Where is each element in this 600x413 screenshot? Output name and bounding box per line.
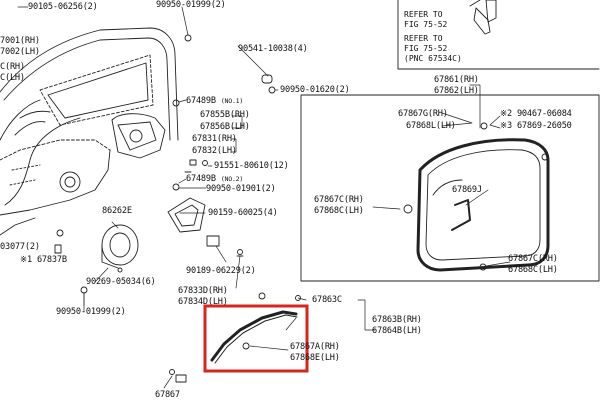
- label-c-rh: C(RH): [0, 62, 25, 72]
- label-67868l: 67868L(LH): [406, 121, 456, 131]
- door-frame-drawing: [0, 27, 179, 236]
- label-90950-01620: 90950-01620(2): [280, 85, 350, 95]
- label-c-lh: C(LH): [0, 73, 25, 83]
- weatherstrip-67863c: [210, 292, 301, 364]
- speaker-86262e: [101, 224, 139, 273]
- clip-67489b-2: [172, 183, 180, 191]
- label-67831: 67831(RH): [192, 134, 237, 144]
- clip-67489b-1: [172, 99, 180, 107]
- label-90950-01999-top: 90950-01999(2): [156, 0, 226, 10]
- label-67868e: 67868E(LH): [290, 353, 340, 363]
- label-67868c-2: 67868C(LH): [508, 265, 558, 275]
- label-fig-2: FIG 75-52: [404, 44, 448, 53]
- label-90467: ※2 90467-06084: [500, 109, 572, 119]
- label-90189: 90189-06229(2): [186, 266, 256, 276]
- label-67856b: 67856B(LH): [200, 122, 250, 132]
- label-90950-01999-bottom: 90950-01999(2): [56, 307, 126, 317]
- label-03077: 03077(2): [0, 242, 40, 252]
- clip-90950-01999: [80, 286, 88, 294]
- label-67867g: 67867G(RH): [398, 109, 448, 119]
- label-67862: 67862(LH): [434, 86, 479, 96]
- label-67863b: 67863B(RH): [372, 315, 422, 325]
- label-91551: 91551-80610(12): [214, 161, 289, 171]
- clip-03077: [56, 229, 64, 237]
- label-refer-1: REFER TO: [404, 10, 443, 19]
- label-67837b: ※1 67837B: [20, 255, 67, 265]
- label-7002: 7002(LH): [0, 47, 40, 57]
- label-67868c-1: 67868C(LH): [314, 206, 364, 216]
- label-90269: 90269-05034(6): [86, 277, 156, 287]
- label-67867: 67867: [155, 390, 180, 400]
- label-pnc: (PNC 67534C): [404, 54, 462, 63]
- label-90541: 90541-10038(4): [238, 44, 308, 54]
- label-86262e: 86262E: [102, 206, 132, 216]
- clip-90950-top: [184, 34, 192, 42]
- label-67867c-1: 67867C(RH): [314, 195, 364, 205]
- clip-90950-01620: [268, 86, 276, 94]
- clip-90541: [261, 74, 273, 84]
- reference-box: [397, 0, 600, 70]
- inner-handle: [167, 197, 244, 257]
- label-67861: 67861(RH): [434, 75, 479, 85]
- label-67869j: 67869J: [452, 185, 482, 195]
- label-90105: 90105-06256(2): [28, 2, 98, 12]
- label-refer-2: REFER TO: [404, 34, 443, 43]
- label-67855b: 67855B(RH): [200, 110, 250, 120]
- label-67832: 67832(LH): [192, 146, 237, 156]
- label-90950-01901: 90950-01901(2): [206, 184, 276, 194]
- part-67837b: [54, 244, 62, 254]
- label-67869: ※3 67869-26050: [500, 121, 572, 131]
- detail-box: [300, 94, 600, 282]
- label-67489b-1: 67489B (NO.1): [186, 96, 244, 106]
- label-67867c-2: 67867C(RH): [508, 254, 558, 264]
- label-90159: 90159-60025(4): [208, 208, 278, 218]
- opening-weatherstrip: [403, 122, 550, 272]
- label-67867a: 67867A(RH): [290, 342, 340, 352]
- label-fig-1: FIG 75-52: [404, 20, 448, 29]
- label-67864b: 67864B(LH): [372, 326, 422, 336]
- label-67863c: 67863C: [312, 295, 342, 305]
- ref-part: [469, 0, 491, 35]
- label-67489b-2: 67489B (NO.2): [186, 174, 244, 184]
- label-67834d: 67834D(LH): [178, 297, 228, 307]
- label-67833d: 67833D(RH): [178, 286, 228, 296]
- highlight-box: [203, 304, 309, 373]
- label-7001: 7001(RH): [0, 36, 40, 46]
